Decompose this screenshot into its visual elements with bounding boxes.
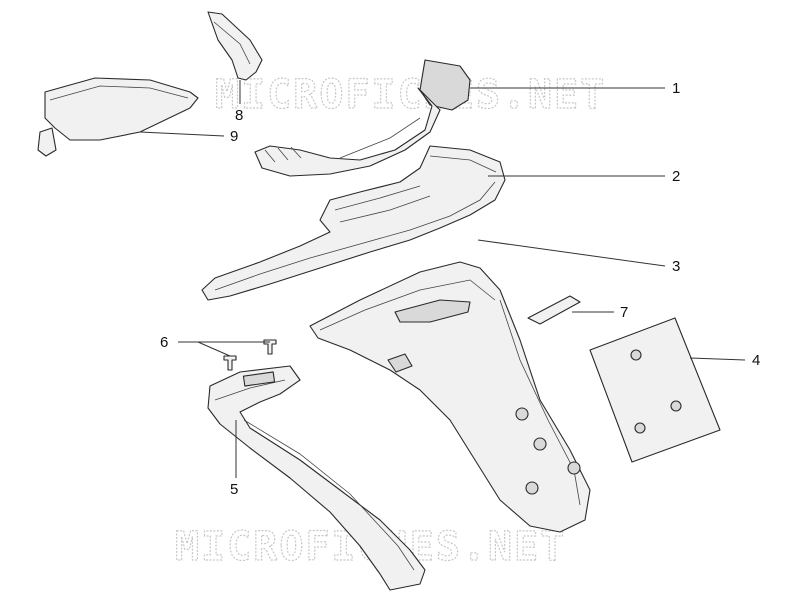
callout-2: 2: [672, 168, 680, 185]
callout-3: 3: [672, 258, 680, 275]
part-8-small-cover[interactable]: [207, 11, 263, 81]
leader-lines: [139, 80, 746, 478]
part-1-rear-bracket[interactable]: [254, 59, 471, 177]
callout-5: 5: [230, 481, 238, 498]
part-2-tail-frame[interactable]: [201, 145, 506, 301]
callout-8: 8: [235, 107, 243, 124]
part-7-reflector[interactable]: [527, 295, 581, 325]
part-6-screws[interactable]: [223, 339, 277, 371]
callout-7: 7: [620, 304, 628, 321]
callout-6: 6: [160, 334, 168, 351]
part-4-plate-holder[interactable]: [589, 317, 721, 463]
part-9-side-cover[interactable]: [37, 77, 199, 157]
callout-4: 4: [752, 352, 760, 369]
callout-1: 1: [672, 80, 680, 97]
part-5-support-bracket[interactable]: [207, 365, 426, 591]
watermark-top: MICROFICHES.NET: [215, 72, 606, 118]
callout-9: 9: [230, 128, 238, 145]
part-3-rear-mudguard[interactable]: [309, 261, 591, 533]
